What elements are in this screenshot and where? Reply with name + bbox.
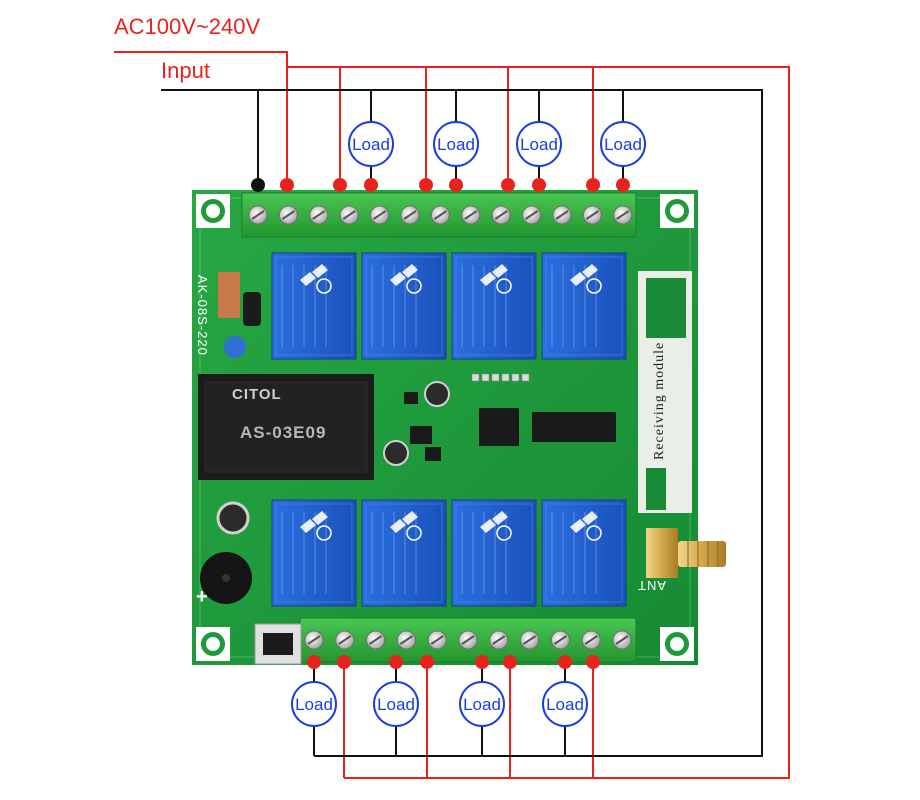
load-bottom-1: Load: [291, 681, 337, 727]
input-label: Input: [161, 58, 210, 83]
load-label: Load: [437, 135, 475, 154]
top-terminal-block: [241, 192, 637, 238]
loads-bottom: Load Load Load Load: [291, 681, 588, 727]
relays-top-row: [271, 252, 627, 360]
power-module: [198, 374, 374, 480]
terminal-screw: [400, 205, 420, 225]
bottom-terminal-block: [299, 617, 637, 663]
relay: [541, 499, 627, 607]
relays-bottom-row: [271, 499, 627, 607]
integrated-circuits: [404, 392, 616, 461]
antenna-connector: [646, 528, 726, 578]
live-input-wire: [114, 51, 288, 185]
neutral-input-wire: [161, 89, 763, 757]
power-module-model: AS-03E09: [240, 423, 327, 442]
terminal-screw: [491, 205, 511, 225]
load-label: Load: [295, 695, 333, 714]
relay: [451, 252, 537, 360]
terminal-screw: [366, 630, 386, 650]
terminal-screw: [309, 205, 329, 225]
live-bus-top: [287, 66, 790, 779]
relay: [271, 499, 357, 607]
terminal-screw: [370, 205, 390, 225]
terminal-screw: [582, 205, 602, 225]
load-label: Load: [463, 695, 501, 714]
receiving-module-text: Receiving module: [652, 341, 667, 460]
terminal-screw: [581, 630, 601, 650]
load-bottom-2: Load: [373, 681, 419, 727]
capacitors: [216, 381, 450, 535]
plus-marking: +: [196, 586, 208, 608]
terminal-screw: [278, 205, 298, 225]
load-label: Load: [604, 135, 642, 154]
load-top-1: Load: [348, 121, 394, 167]
load-label: Load: [377, 695, 415, 714]
antenna-label: ANT: [637, 578, 666, 593]
loads-top: Load Load Load Load: [348, 121, 646, 167]
load-top-2: Load: [433, 121, 479, 167]
pin-header: [471, 373, 530, 382]
relay-board: [192, 190, 726, 665]
load-label: Load: [546, 695, 584, 714]
push-button: [254, 623, 302, 665]
terminal-screw: [522, 205, 542, 225]
receiving-module: [638, 271, 692, 513]
relay: [361, 252, 447, 360]
terminal-screw: [489, 630, 509, 650]
terminal-screw: [396, 630, 416, 650]
relay: [451, 499, 537, 607]
ac-voltage-label: AC100V~240V: [114, 14, 261, 39]
power-module-brand: CITOL: [232, 386, 282, 403]
terminal-screw: [550, 630, 570, 650]
terminal-screw: [613, 205, 633, 225]
receiving-module-label: Receiving module: [652, 300, 682, 460]
terminal-screw: [430, 205, 450, 225]
ceramic-capacitor: [224, 336, 246, 358]
terminal-screw: [427, 630, 447, 650]
load-label: Load: [352, 135, 390, 154]
load-label: Load: [520, 135, 558, 154]
terminal-screw: [458, 630, 478, 650]
terminal-screw: [552, 205, 572, 225]
terminal-screw: [339, 205, 359, 225]
load-top-3: Load: [516, 121, 562, 167]
terminal-screw: [248, 205, 268, 225]
relay: [271, 252, 357, 360]
terminal-screw: [520, 630, 540, 650]
load-bottom-4: Load: [542, 681, 588, 727]
mounting-holes: [196, 194, 694, 661]
terminal-screw: [304, 630, 324, 650]
terminal-screw: [461, 205, 481, 225]
load-top-4: Load: [600, 121, 646, 167]
relay: [541, 252, 627, 360]
fuse: [218, 272, 240, 318]
board-model-text: AK-08S-220: [195, 275, 210, 356]
relay: [361, 499, 447, 607]
terminal-screw: [335, 630, 355, 650]
connection-dots: [251, 178, 630, 669]
terminal-screw: [612, 630, 632, 650]
load-bottom-3: Load: [459, 681, 505, 727]
